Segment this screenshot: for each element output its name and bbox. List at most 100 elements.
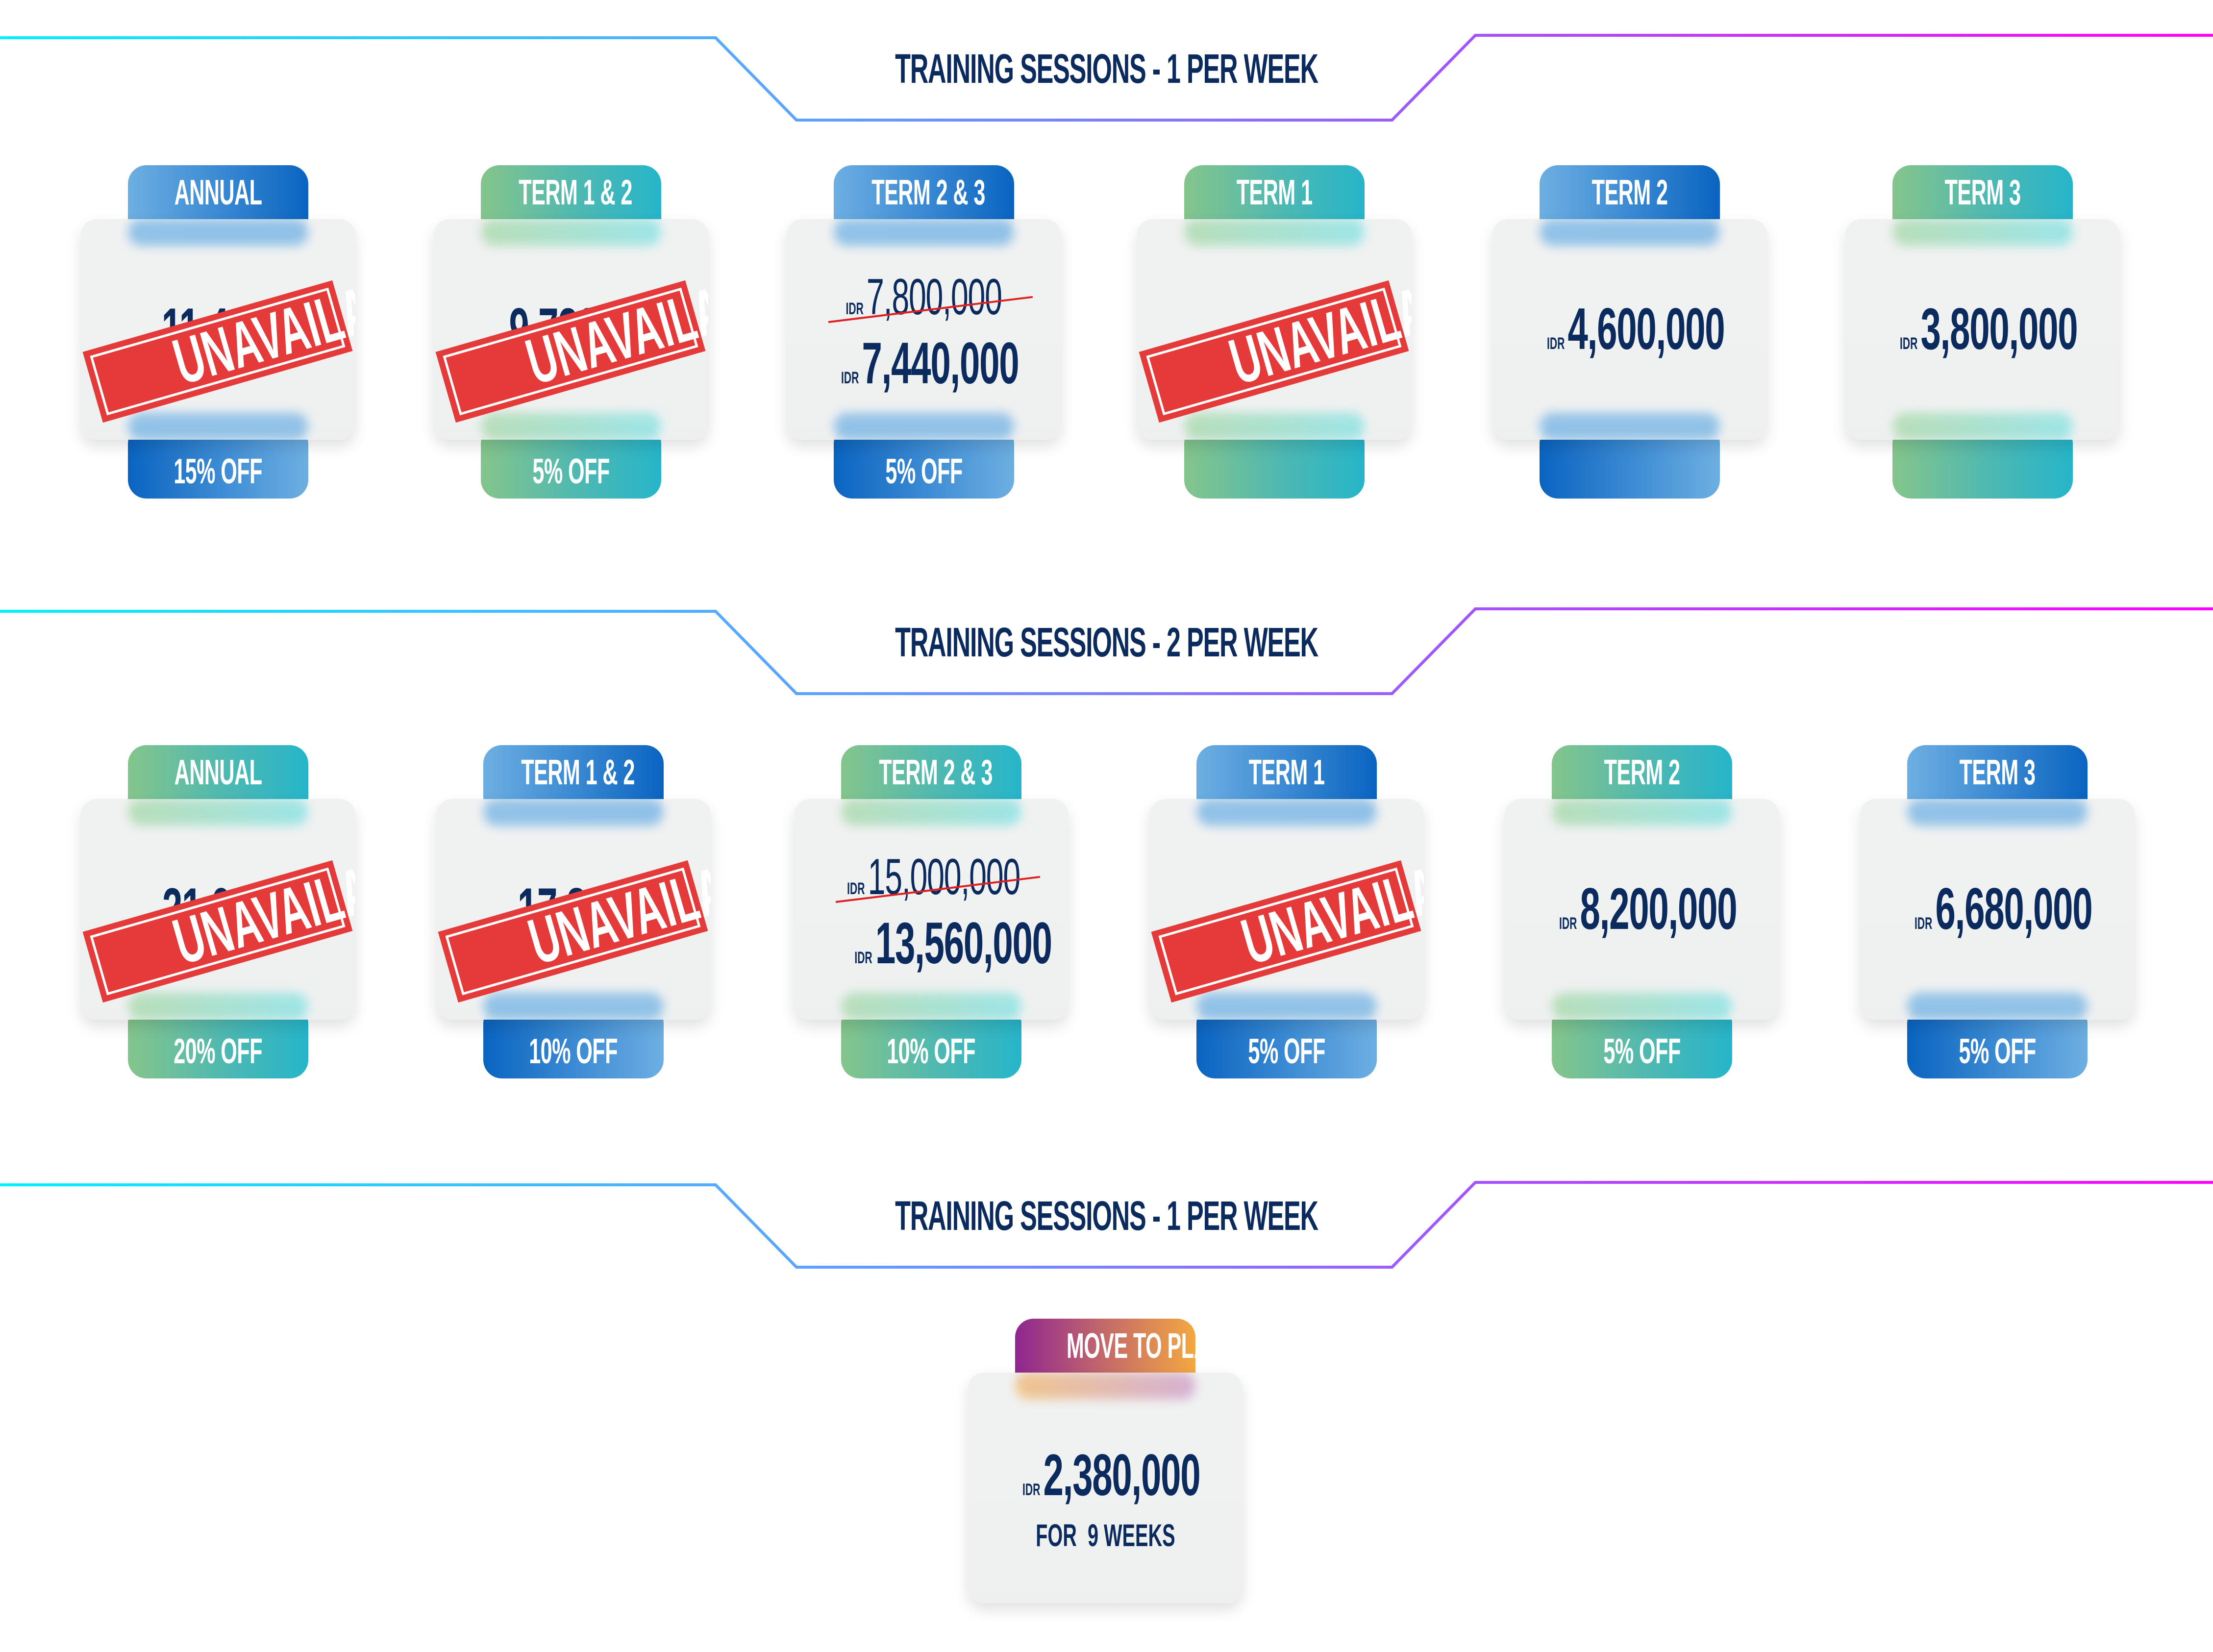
discount-label: 20% OFF [174,1032,263,1071]
tab-glow [1907,799,2088,826]
tab-glow [841,799,1021,826]
plan-label: TERM 2 [1591,173,1668,212]
tab-glow [481,413,661,440]
section-header-1: TRAINING SESSIONS - 1 PER WEEK [0,0,2213,127]
price-panel: IDR6,680,000 [1860,799,2135,1020]
price-value: 4,600,000 [1567,296,1725,362]
currency-label: IDR [854,949,872,967]
price-panel: IDR4,600,000 [1492,219,1767,440]
currency-label: IDR [1915,914,1933,933]
pricing-card[interactable]: TERM 1 & 210% OFFIDR17,880,000UNAVAILABL… [436,745,711,1078]
tab-glow [481,219,661,246]
original-price: IDR15,000,000 [794,848,1069,906]
tab-glow [1184,413,1365,440]
tab-glow [483,993,664,1020]
currency-label: IDR [841,369,859,387]
current-price: IDR3,800,000 [1845,295,2120,363]
current-price-text: IDR2,380,000 [1022,1441,1201,1509]
plan-label: TERM 1 & 2 [521,753,635,792]
tab-glow [1184,219,1365,246]
price-value: 13,560,000 [875,910,1052,976]
duration-note: FOR 9 WEEKS [968,1517,1243,1553]
tab-glow [1892,219,2073,246]
tab-glow [1540,219,1720,246]
price-panel: IDR9,720,000UNAVAILABLE [434,219,708,440]
section-header-2: TRAINING SESSIONS - 2 PER WEEK [0,574,2213,701]
currency-label: IDR [1559,914,1577,933]
price-value: 6,680,000 [1935,876,2093,942]
current-price: IDR13,560,000 [794,909,1069,977]
tab-glow [128,993,308,1020]
original-price: IDR7,800,000 [787,268,1061,326]
stamp-text: UNAVAILABLE [1234,831,1424,978]
tab-glow [834,413,1014,440]
current-price-text: IDR13,560,000 [854,909,1052,977]
unavailable-stamp: UNAVAILABLE [1151,831,1424,1003]
price-value: 8,200,000 [1580,876,1738,942]
pricing-card[interactable]: TERM 3 5% OFF IDR6,680,000 [1860,745,2135,1078]
tab-glow [1015,1373,1195,1400]
plan-label: MOVE TO PLAY [1066,1327,1221,1366]
price-value: 7,440,000 [862,330,1019,396]
pricing-card[interactable]: TERM 2 IDR4,600,000 [1492,165,1767,499]
tab-glow [1552,799,1732,826]
price-panel: UNAVAILABLE [1137,219,1412,440]
tab-glow [1196,799,1377,826]
original-price-value: 15,000,000 [868,849,1021,905]
plan-label: ANNUAL [174,753,262,792]
original-price-text: IDR15,000,000 [847,848,1020,906]
original-price-value: 7,800,000 [867,269,1002,325]
plan-label: TERM 1 [1248,753,1325,792]
tab-glow [834,219,1014,246]
current-price: IDR4,600,000 [1492,295,1767,363]
discount-label: 5% OFF [1603,1032,1681,1071]
plan-label: TERM 3 [1959,753,2036,792]
original-price-text: IDR7,800,000 [846,268,1002,326]
discount-label: 5% OFF [1959,1032,2036,1071]
pricing-card[interactable]: TERM 1 & 2 5% OFF IDR9,720,000UNAVAILABLE [434,165,708,499]
pricing-card[interactable]: ANNUAL 20% OFF IDR21,080,000UNAVAILABLE [81,745,355,1078]
tab-glow [483,799,664,826]
discount-label: 5% OFF [885,452,963,491]
tab-glow [1196,993,1377,1020]
currency-label: IDR [1022,1480,1041,1499]
stamp-text: UNAVAILABLE [166,251,355,398]
discount-label: 5% OFF [532,452,610,491]
stamp-text: UNAVAILABLE [1222,251,1412,398]
duration-text: FOR 9 WEEKS [1035,1518,1175,1553]
price-value: 2,380,000 [1043,1442,1201,1508]
price-value: 3,800,000 [1920,296,2078,362]
tab-glow [1892,413,2073,440]
price-panel: IDR17,880,000UNAVAILABLE [436,799,711,1020]
tab-glow [128,219,308,246]
unavailable-stamp: UNAVAILABLE [1139,251,1412,423]
price-panel: UNAVAILABLE [1149,799,1424,1020]
current-price: IDR2,380,000 [968,1441,1243,1509]
section-title: TRAINING SESSIONS - 2 PER WEEK [895,619,1318,665]
discount-label: 10% OFF [887,1032,976,1071]
currency-label: IDR [1900,334,1918,353]
current-price-text: IDR7,440,000 [841,329,1019,397]
stamp-text: UNAVAILABLE [166,831,355,978]
current-price-text: IDR4,600,000 [1547,295,1725,363]
current-price: IDR7,440,000 [787,329,1061,397]
currency-label: IDR [1547,334,1565,353]
price-panel: IDR21,080,000UNAVAILABLE [81,799,355,1020]
currency-label: IDR [845,300,864,318]
price-panel: IDR3,800,000 [1845,219,2120,440]
tab-glow [128,413,308,440]
currency-label: IDR [847,879,865,898]
price-panel: IDR11,480,000UNAVAILABLE [81,219,355,440]
header-divider-line [0,607,2213,695]
plan-label: TERM 1 & 2 [519,173,632,212]
